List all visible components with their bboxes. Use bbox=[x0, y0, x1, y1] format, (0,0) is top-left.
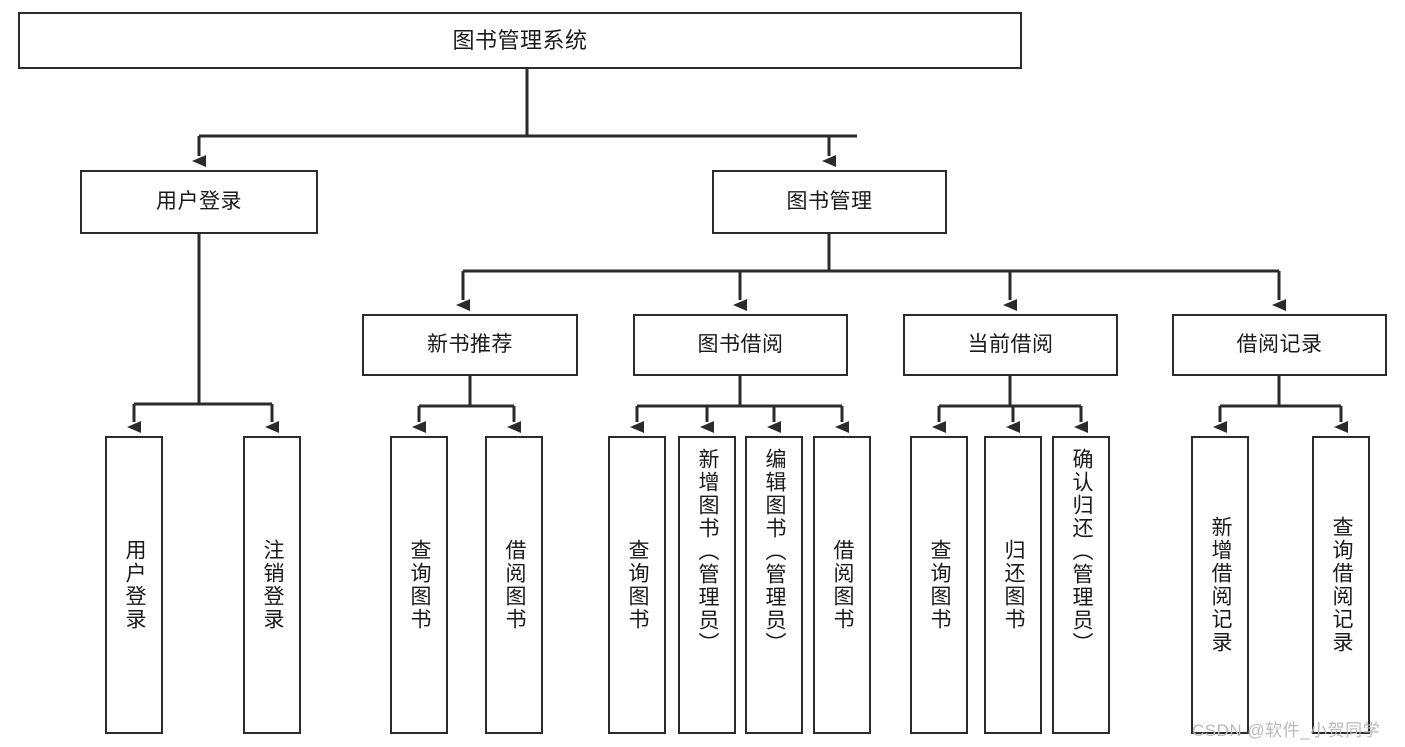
node-level3-label: 借阅记录 bbox=[1236, 332, 1323, 356]
node-leaf-label: 查询借阅记录 bbox=[1330, 516, 1354, 654]
node-level2[interactable]: 图书管理 bbox=[712, 170, 947, 234]
node-leaf-label: 借阅图书 bbox=[503, 539, 527, 631]
node-leaf[interactable]: 查询图书 bbox=[910, 436, 968, 734]
node-leaf-label: 查询图书 bbox=[626, 539, 650, 631]
node-leaf[interactable]: 编辑图书（管理员） bbox=[745, 436, 803, 734]
node-leaf[interactable]: 查询图书 bbox=[608, 436, 666, 734]
node-leaf[interactable]: 归还图书 bbox=[984, 436, 1042, 734]
node-leaf-label: 编辑图书（管理员） bbox=[763, 448, 787, 655]
node-level2-label: 用户登录 bbox=[156, 189, 242, 213]
node-leaf-label: 查询图书 bbox=[408, 539, 432, 631]
node-level3[interactable]: 当前借阅 bbox=[903, 314, 1118, 376]
node-leaf[interactable]: 查询图书 bbox=[390, 436, 448, 734]
node-level3-label: 图书借阅 bbox=[697, 332, 784, 356]
node-leaf[interactable]: 新增借阅记录 bbox=[1191, 436, 1249, 734]
node-leaf-label: 借阅图书 bbox=[831, 539, 855, 631]
node-leaf-label: 确认归还（管理员） bbox=[1070, 448, 1094, 655]
node-leaf-label: 新增借阅记录 bbox=[1209, 516, 1233, 654]
node-leaf-label: 用户登录 bbox=[123, 539, 147, 631]
node-root[interactable]: 图书管理系统 bbox=[18, 12, 1022, 69]
node-leaf[interactable]: 注销登录 bbox=[243, 436, 301, 734]
node-leaf-label: 注销登录 bbox=[261, 539, 285, 631]
node-leaf[interactable]: 借阅图书 bbox=[813, 436, 871, 734]
node-leaf-label: 新增图书（管理员） bbox=[696, 448, 720, 655]
node-level3-label: 新书推荐 bbox=[427, 332, 513, 356]
csdn-watermark: CSDN @软件_小贺同学 bbox=[1192, 721, 1381, 740]
node-level2-label: 图书管理 bbox=[786, 189, 873, 213]
node-leaf[interactable]: 借阅图书 bbox=[485, 436, 543, 734]
node-level2[interactable]: 用户登录 bbox=[80, 170, 318, 234]
node-level3-label: 当前借阅 bbox=[967, 332, 1054, 356]
node-leaf[interactable]: 新增图书（管理员） bbox=[678, 436, 736, 734]
node-leaf[interactable]: 确认归还（管理员） bbox=[1052, 436, 1110, 734]
node-level3[interactable]: 图书借阅 bbox=[633, 314, 848, 376]
node-leaf-label: 归还图书 bbox=[1002, 539, 1026, 631]
node-root-label: 图书管理系统 bbox=[452, 27, 588, 53]
node-level3[interactable]: 借阅记录 bbox=[1172, 314, 1387, 376]
node-leaf-label: 查询图书 bbox=[928, 539, 952, 631]
node-level3[interactable]: 新书推荐 bbox=[362, 314, 578, 376]
node-leaf[interactable]: 查询借阅记录 bbox=[1312, 436, 1370, 734]
node-leaf[interactable]: 用户登录 bbox=[105, 436, 163, 734]
